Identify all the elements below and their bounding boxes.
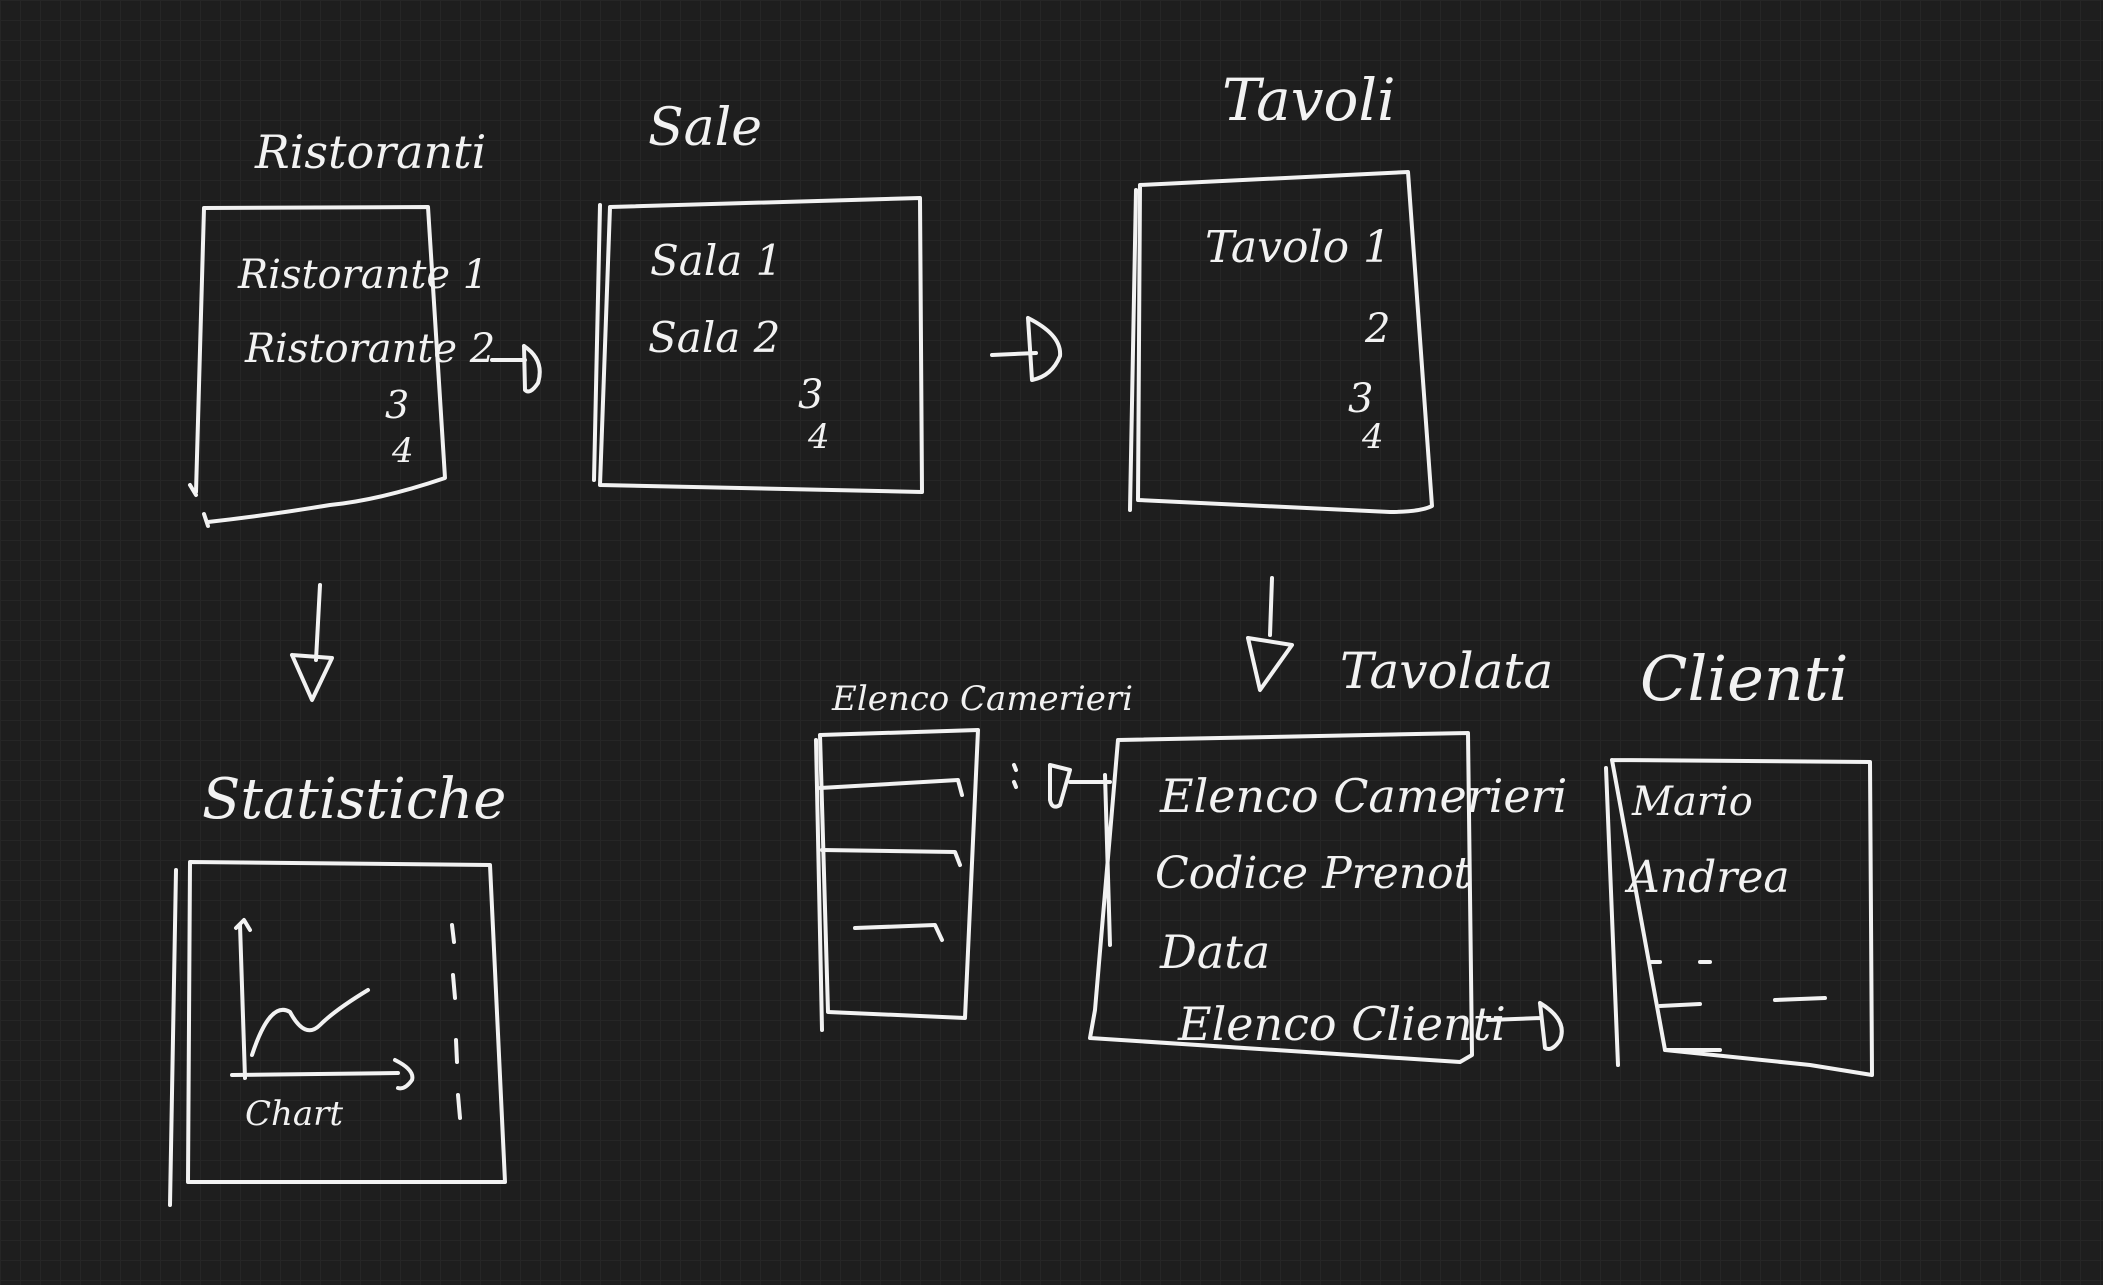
elenco-camerieri-title: Elenco Camerieri: [831, 679, 1133, 719]
tavolata-row-2: Codice Prenot: [1155, 848, 1472, 899]
arrow-tavolata-to-clienti: [1486, 1001, 1564, 1051]
clienti-box: Clienti Mario Andrea: [1604, 642, 1874, 1077]
statistiche-title: Statistiche: [202, 767, 506, 832]
tavoli-title: Tavoli: [1222, 66, 1396, 134]
ristoranti-row-3: 3: [385, 383, 409, 427]
statistiche-chart-label: Chart: [245, 1094, 343, 1134]
clienti-row-1: Mario: [1631, 779, 1753, 825]
sale-row-4: 4: [807, 417, 830, 457]
ristoranti-row-1: Ristorante 1: [237, 252, 488, 298]
tavolata-row-1: Elenco Camerieri: [1159, 769, 1567, 823]
ristoranti-row-4: 4: [391, 431, 414, 471]
tavoli-row-4: 4: [1361, 417, 1384, 457]
ristoranti-box: Ristoranti Ristorante 1 Ristorante 2 3 4: [188, 125, 495, 528]
arrow-sale-to-tavoli: [990, 316, 1063, 382]
tavoli-row-1: Tavolo 1: [1205, 222, 1391, 273]
ristoranti-title: Ristoranti: [254, 125, 486, 179]
clienti-row-2: Andrea: [1624, 852, 1790, 903]
sale-row-3: 3: [798, 372, 823, 418]
mini-line-chart: [230, 918, 462, 1120]
tavoli-row-2: 2: [1364, 306, 1390, 352]
statistiche-box: Statistiche Chart: [168, 767, 507, 1207]
clienti-title: Clienti: [1640, 642, 1848, 715]
sale-box: Sale Sala 1 Sala 2 3 4: [592, 98, 924, 494]
ristoranti-row-2: Ristorante 2: [244, 326, 495, 372]
arrow-ristoranti-to-statistiche: [290, 583, 334, 702]
sale-title: Sale: [648, 98, 762, 158]
sale-row-2: Sala 2: [648, 313, 780, 362]
tavoli-row-3: 3: [1348, 376, 1373, 422]
tavolata-row-4: Elenco Clienti: [1177, 997, 1506, 1051]
sale-row-1: Sala 1: [650, 236, 782, 285]
arrow-tavoli-to-tavolata: [1246, 576, 1294, 692]
tavolata-title: Tavolata: [1340, 642, 1553, 700]
arrow-ristoranti-to-sale: [490, 344, 542, 394]
tavolata-box: Tavolata Elenco Camerieri Codice Prenot …: [1088, 642, 1567, 1064]
tavolata-row-3: Data: [1159, 925, 1270, 979]
arrow-camerieri-to-tavolata: [1012, 763, 1112, 809]
tavoli-box: Tavoli Tavolo 1 2 3 4: [1128, 66, 1434, 514]
elenco-camerieri-box: Elenco Camerieri: [814, 679, 1133, 1032]
